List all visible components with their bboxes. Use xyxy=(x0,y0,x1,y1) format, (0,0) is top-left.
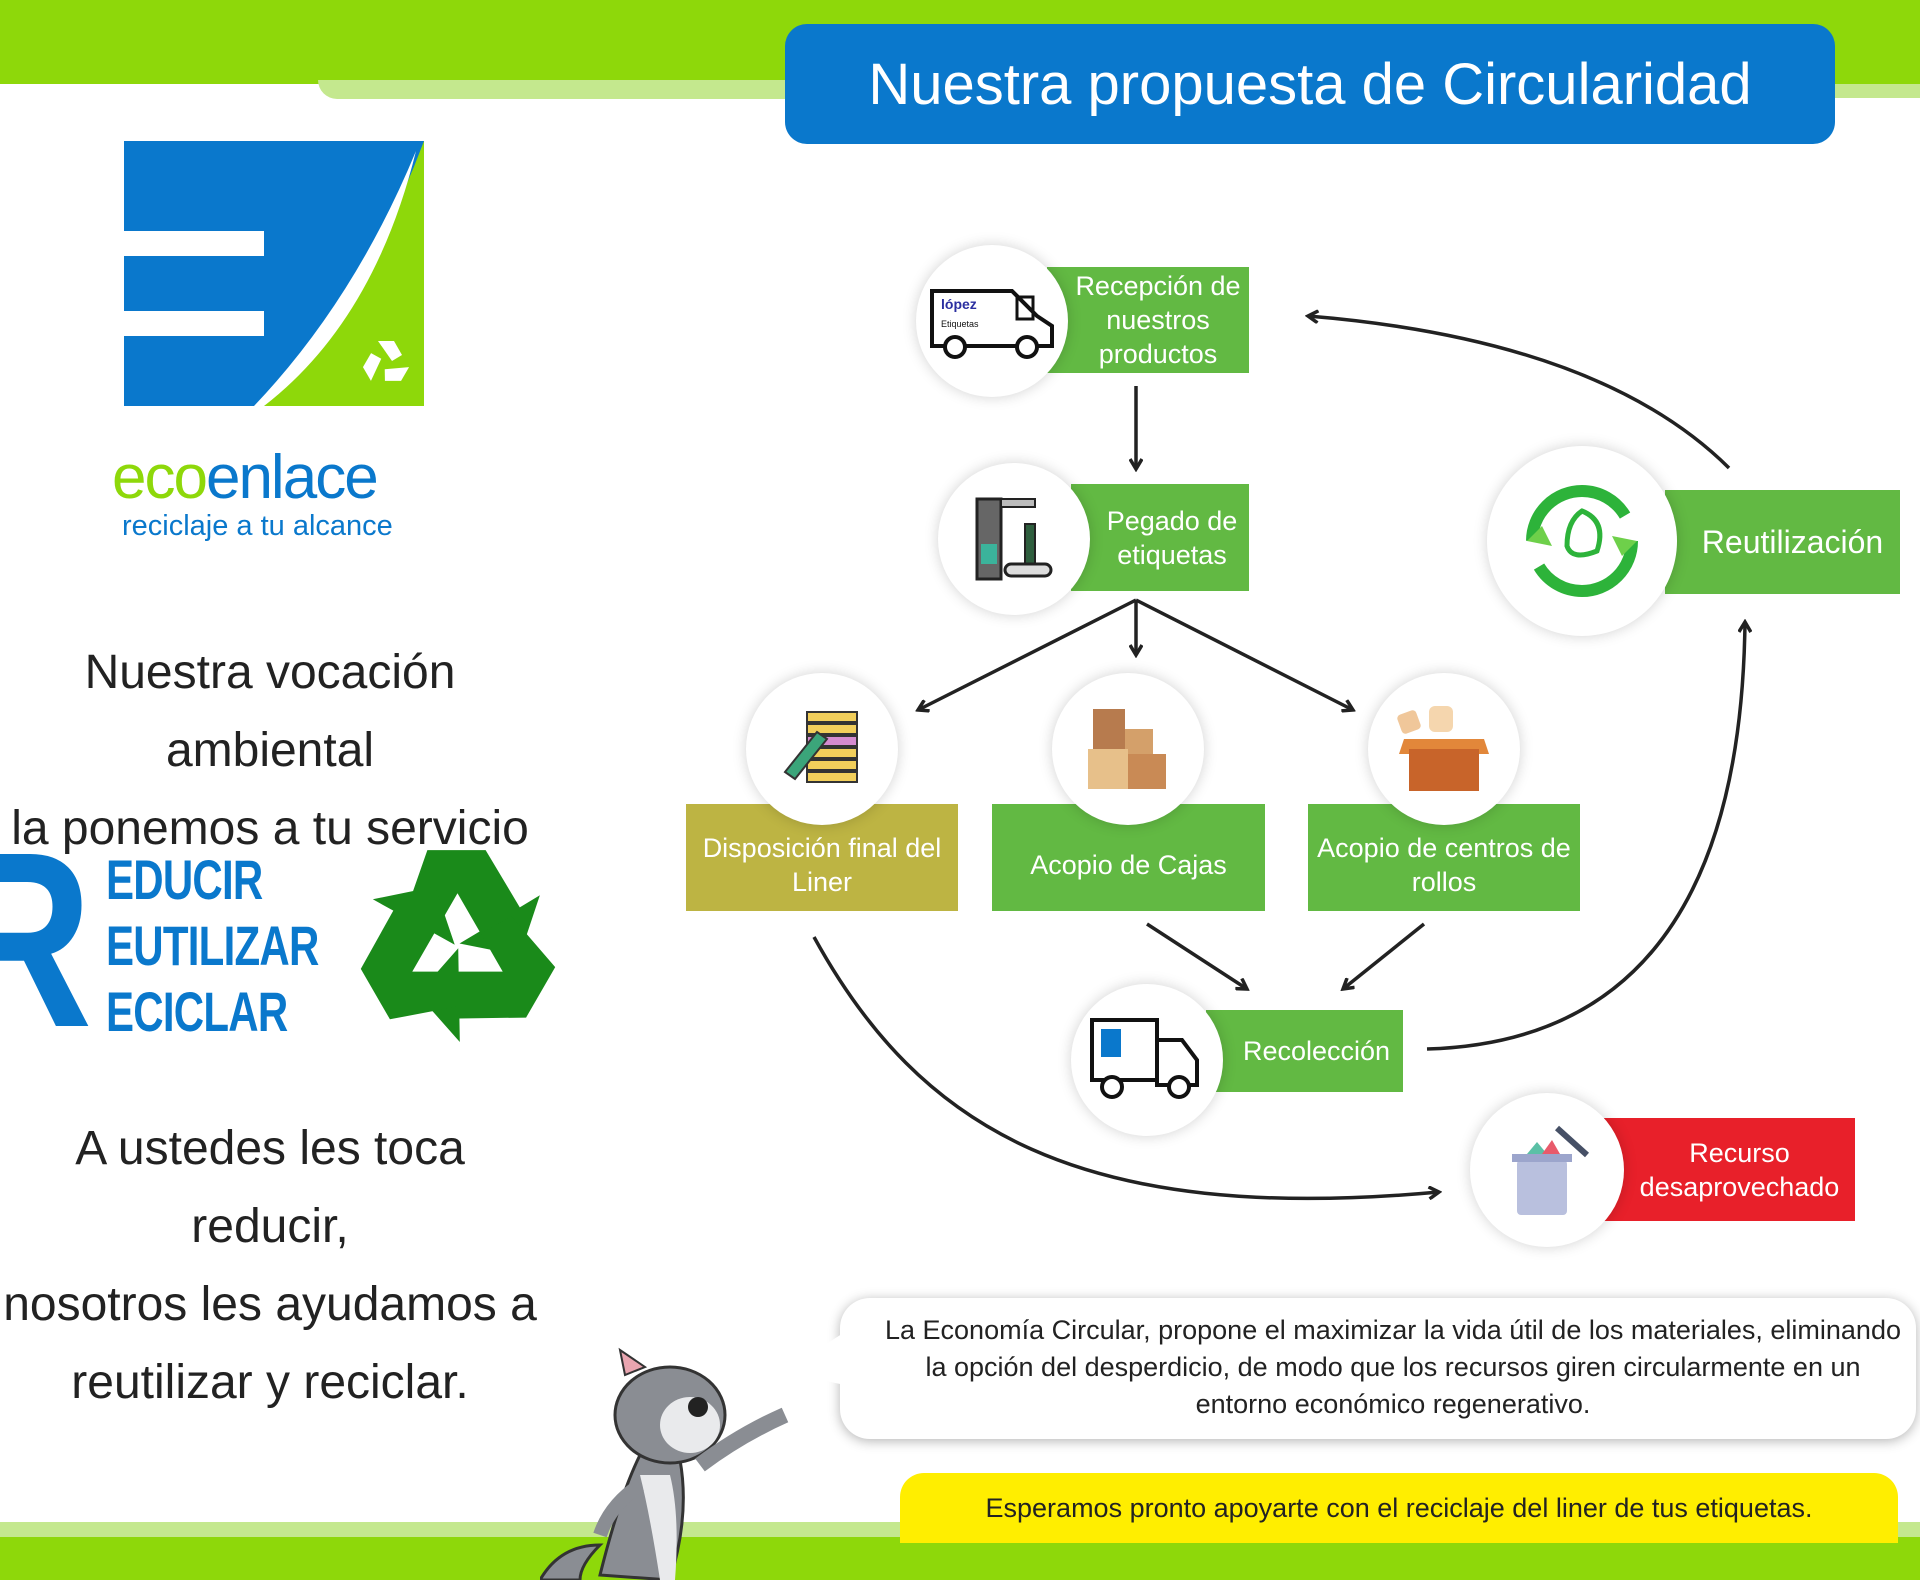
recycle-icon xyxy=(360,850,556,1042)
arrow-rollos-recoleccion xyxy=(1343,922,1426,989)
arrow-pegado-disposicion xyxy=(918,598,1137,710)
truck-icon xyxy=(1071,984,1223,1136)
speech-bubble: La Economía Circular, propone el maximiz… xyxy=(840,1298,1916,1439)
rrr-word-reciclar: ECICLAR xyxy=(106,980,288,1043)
van-sub: Etiquetas xyxy=(941,319,979,329)
node-pegado: Pegado de etiquetas xyxy=(1071,484,1249,591)
labeling-machine-icon xyxy=(938,463,1090,615)
page-title: Nuestra propuesta de Circularidad xyxy=(785,24,1835,144)
closing-line: A ustedes les toca reducir, xyxy=(75,1122,465,1253)
speech-bubble-tail xyxy=(782,1332,845,1385)
van-brand: lópez xyxy=(941,296,977,312)
boxes-icon xyxy=(1052,673,1204,825)
closing-line: nosotros les ayudamos a xyxy=(3,1278,537,1331)
bottom-banner xyxy=(0,1537,1920,1580)
brand-enlace: enlace xyxy=(205,443,379,512)
logo-tagline: reciclaje a tu alcance xyxy=(122,510,393,542)
squirrel-mascot-icon xyxy=(540,1347,789,1580)
vocation-text: Nuestra vocación ambiental la ponemos a … xyxy=(0,634,550,868)
closing-line: reutilizar y reciclar. xyxy=(71,1356,469,1409)
arrow-reutilizacion-recepcion xyxy=(1308,316,1731,470)
arrow-recoleccion-reutilizacion xyxy=(1426,622,1745,1051)
top-accent-strip xyxy=(318,80,818,99)
rrr-big-letter: R xyxy=(0,815,92,1065)
node-recepcion: Recepción de nuestros productos xyxy=(1047,267,1249,373)
node-recurso-desaprovechado: Recurso desaprovechado xyxy=(1604,1118,1855,1221)
top-accent-strip-right xyxy=(1820,84,1920,98)
ecoenlace-logo: ecoenlace reciclaje a tu alcance xyxy=(104,141,434,542)
node-recoleccion: Recolección xyxy=(1206,1010,1403,1092)
trash-bin-icon xyxy=(1470,1093,1624,1247)
closing-text: A ustedes les toca reducir, nosotros les… xyxy=(0,1110,550,1422)
vocation-line: Nuestra vocación ambiental xyxy=(84,646,456,777)
arrow-cajas-recoleccion xyxy=(1146,922,1247,989)
reuse-cycle-icon xyxy=(1487,446,1677,636)
roll-cores-box-icon xyxy=(1368,673,1520,825)
footer-message: Esperamos pronto apoyarte con el recicla… xyxy=(900,1473,1898,1543)
arrow-disposicion-recurso xyxy=(812,936,1439,1201)
vocation-line: la ponemos a tu servicio xyxy=(11,802,529,855)
brand-eco: eco xyxy=(112,443,208,512)
node-reutilizacion: Reutilización xyxy=(1665,490,1900,594)
liner-stack-icon xyxy=(746,673,898,825)
logo-mark-icon xyxy=(124,141,424,406)
arrow-pegado-rollos xyxy=(1135,598,1353,710)
rrr-word-reutilizar: EUTILIZAR xyxy=(106,914,319,977)
rrr-word-reducir: EDUCIR xyxy=(106,848,263,911)
